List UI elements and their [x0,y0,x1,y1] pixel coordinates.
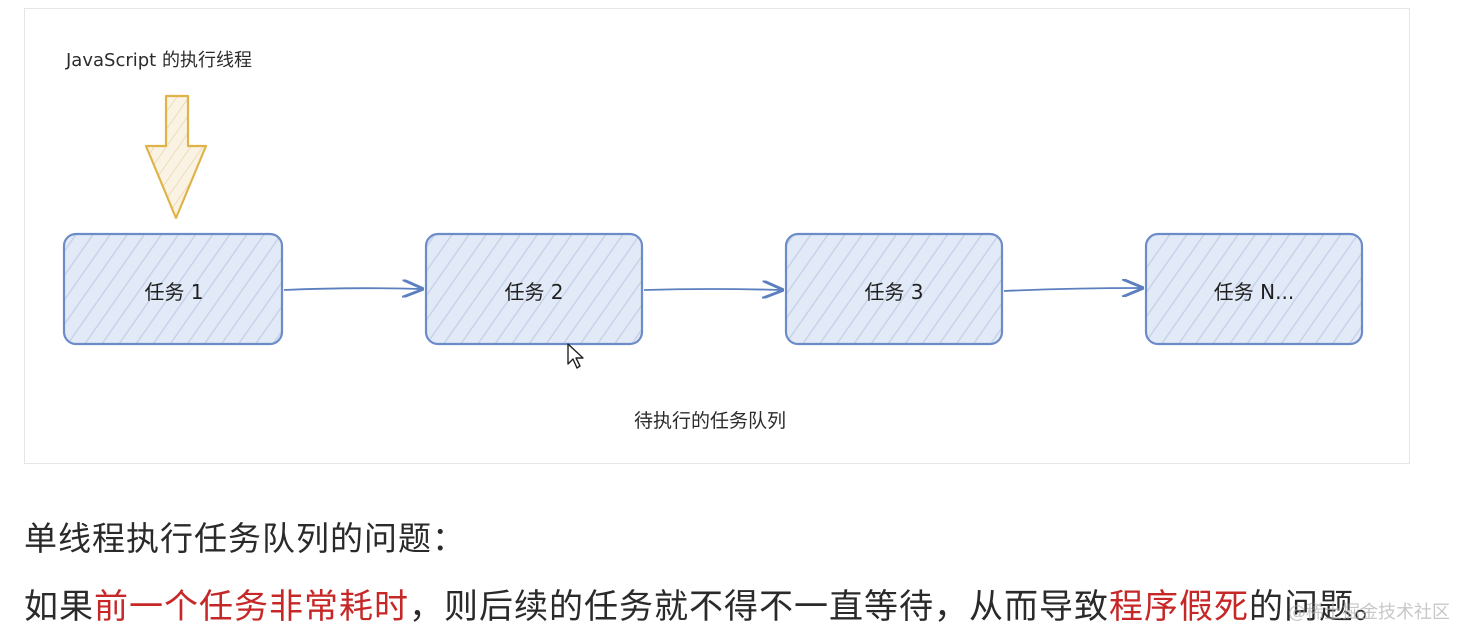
task-label-2: 任务 2 [504,280,564,304]
task-label-1: 任务 1 [144,280,204,304]
watermark: @稀土掘金技术社区 [1288,602,1450,623]
thread-down-arrow-icon [144,94,208,220]
mouse-pointer-icon [567,343,584,369]
statement-part-3: 的问题。 [1249,587,1389,627]
arrow-3-to-n [1003,288,1142,291]
caption-heading: 单线程执行任务队列的问题： [24,519,466,558]
arrow-2-to-3 [643,289,782,290]
task-label-3: 任务 3 [864,280,924,304]
statement-highlight-2: 程序假死 [1109,587,1249,627]
statement-highlight-1: 前一个任务非常耗时 [94,587,409,627]
statement-part-2: ，则后续的任务就不得不一直等待，从而导致 [409,587,1109,627]
problem-statement: 如果前一个任务非常耗时，则后续的任务就不得不一直等待，从而导致程序假死的问题。 [24,579,1389,628]
statement-part-1: 如果 [24,587,94,627]
queue-label: 待执行的任务队列 [633,410,786,432]
arrow-1-to-2 [283,288,422,290]
task-box-1 [62,232,284,346]
task-box-3 [784,232,1004,346]
task-box-2 [424,232,644,346]
task-box-4 [1144,232,1364,346]
task-label-n: 任务 N... [1213,280,1295,304]
thread-label: JavaScript 的执行线程 [66,50,252,71]
